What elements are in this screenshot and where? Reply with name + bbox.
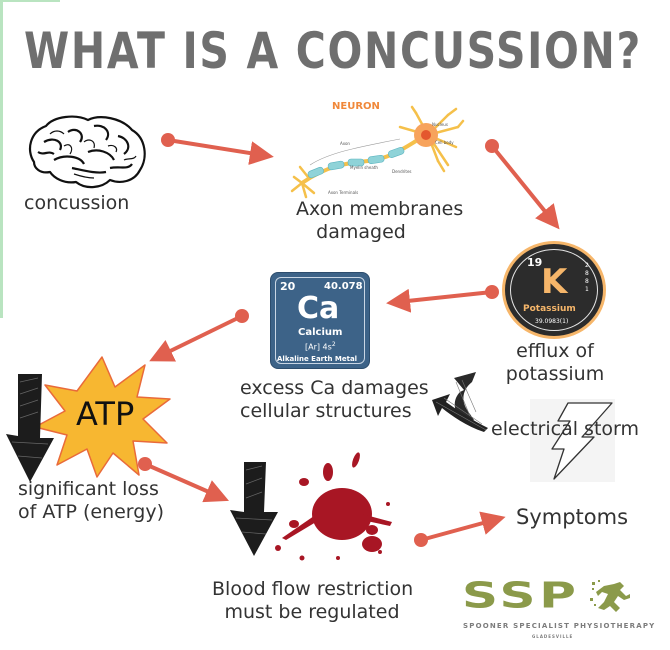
potassium-number: 19 [527,256,543,269]
blood-splatter-icon [275,452,392,561]
neuron-part-cell-body: Cell body [435,140,454,145]
calcium-label-line1: excess Ca damages [240,377,429,399]
potassium-name: Potassium [523,304,576,314]
atp-badge: ATP [76,395,135,433]
calcium-label-line2: cellular structures [240,400,412,423]
starburst-icon [34,356,171,478]
runner-logo-icon [590,580,630,612]
neuron-title: NEURON [332,101,380,112]
symptoms-label: Symptoms [516,505,629,529]
accent-border-horizontal [0,0,60,2]
calcium-element-icon: 20 40.078 Ca Calcium [Ar] 4s2 Alkaline E… [270,272,370,369]
page-title: WHAT IS A CONCUSSION? [24,22,642,80]
arrow-calcium-to-atp [149,309,249,362]
neuron-part-axon: Axon [340,141,350,146]
arrow-concussion-to-axon [161,133,274,165]
calcium-symbol: Ca [297,291,340,326]
atp-label-line1: significant loss [18,478,159,500]
potassium-symbol: K [541,262,568,302]
brain-icon [28,115,146,189]
concussion-label: concussion [24,192,130,214]
calcium-number: 20 [280,280,296,293]
calcium-name: Calcium [298,327,343,338]
logo-name: SPOONER SPECIALIST PHYSIOTHERAPY [463,622,656,630]
blood-label: Blood flow restriction must be regulated [212,578,414,624]
potassium-shells: 2 8 8 1 [585,262,589,293]
arrow-atp-to-blood [138,457,229,503]
calcium-label: excess Ca damages cellular structures [240,377,429,423]
potassium-label: efflux of potassium [500,340,610,386]
axon-label-line2: damaged [316,221,406,244]
accent-border-vertical [0,0,3,318]
atp-label: significant loss of ATP (energy) [18,478,164,524]
lightning-bolt-icon [530,399,615,482]
curved-sketch-arrow-icon [432,372,488,432]
potassium-label-line2: potassium [505,363,605,386]
potassium-label-line1: efflux of [516,340,594,362]
atp-label-line2: of ATP (energy) [18,501,165,524]
arrow-blood-to-symptoms [414,511,506,547]
axon-label-line1: Axon membranes [296,198,464,220]
arrow-potassium-to-calcium [386,285,499,313]
calcium-category: Alkaline Earth Metal [277,355,358,363]
arrow-axon-to-potassium [485,139,560,230]
neuron-part-axon-terminals: Axon Terminals [328,190,359,195]
down-arrow-sketch-icon [6,374,54,482]
neuron-part-myelin: Myelin sheath [350,165,378,170]
calcium-config: [Ar] 4s2 [305,341,336,352]
logo-mark: SSP [462,575,580,617]
calcium-mass: 40.078 [324,281,363,292]
potassium-element-icon: 19 K Potassium 39.0983(1) 2 8 8 1 [505,244,603,336]
potassium-mass: 39.0983(1) [535,318,569,325]
neuron-part-nucleus: Nucleus [432,122,448,127]
axon-label: Axon membranes damaged [296,198,464,244]
neuron-illustration [290,105,465,199]
blood-label-line2: must be regulated [224,601,400,624]
logo-location: GLADESVILLE [532,634,574,639]
down-arrow-sketch-icon [230,462,278,556]
neuron-part-dendrites: Dendrites [392,169,412,174]
electrical-storm-label: electrical storm [491,418,640,440]
blood-label-line1: Blood flow restriction [212,578,414,600]
